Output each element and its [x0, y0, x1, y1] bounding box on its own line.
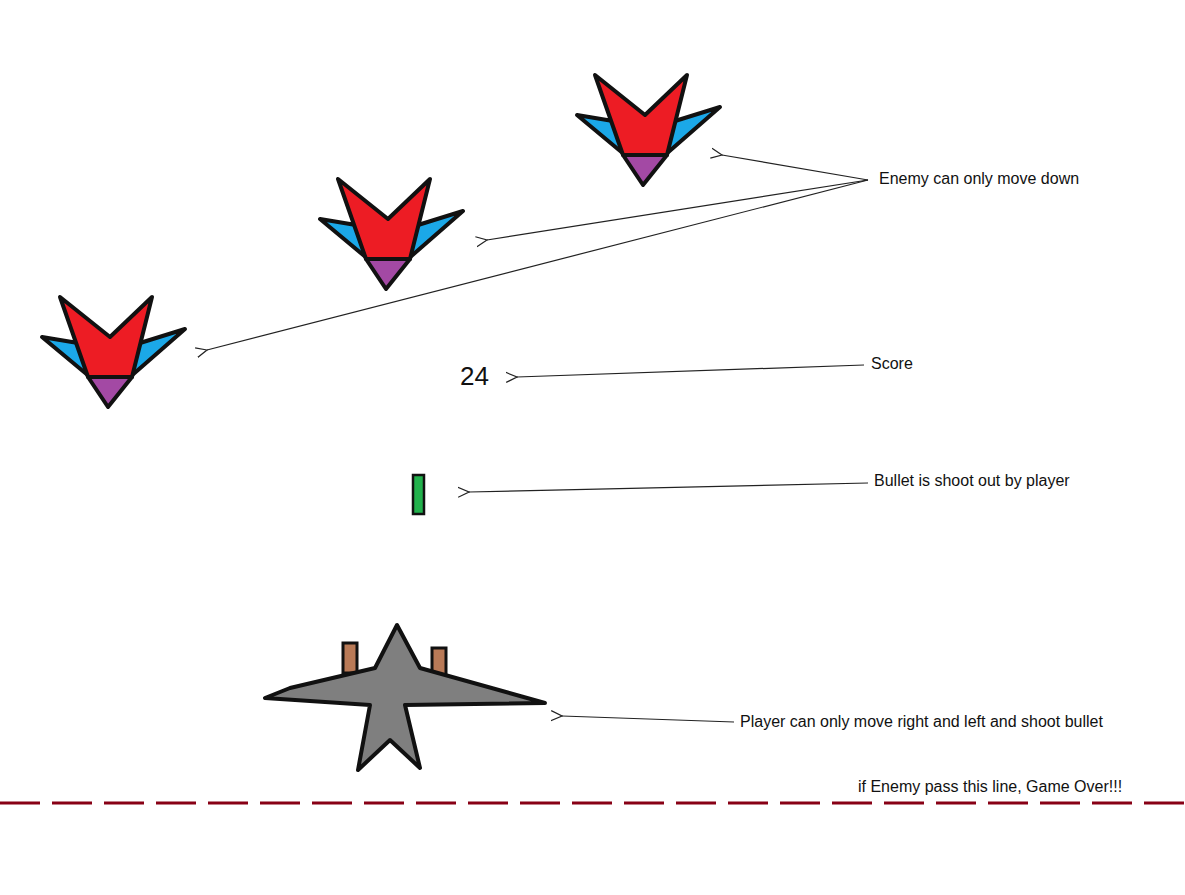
enemy-plane — [320, 179, 463, 289]
annotation-label: Score — [871, 354, 913, 373]
leader-line — [722, 155, 868, 180]
annotation-label: if Enemy pass this line, Game Over!!! — [858, 777, 1122, 796]
annotation-label: Enemy can only move down — [879, 169, 1079, 188]
leader-line — [517, 365, 864, 377]
enemy-plane — [42, 297, 185, 407]
annotation-label: Bullet is shoot out by player — [874, 471, 1070, 490]
game-over-line — [0, 802, 1185, 805]
score-value: 24 — [460, 361, 489, 392]
leader-lines — [207, 155, 868, 722]
leader-line — [487, 180, 868, 240]
enemy-plane — [577, 75, 720, 185]
annotation-label: Player can only move right and left and … — [740, 712, 1103, 731]
player-plane — [265, 625, 545, 770]
leader-line — [562, 716, 734, 722]
leader-line — [469, 483, 868, 492]
leader-line — [207, 180, 868, 350]
bullet — [413, 475, 424, 514]
